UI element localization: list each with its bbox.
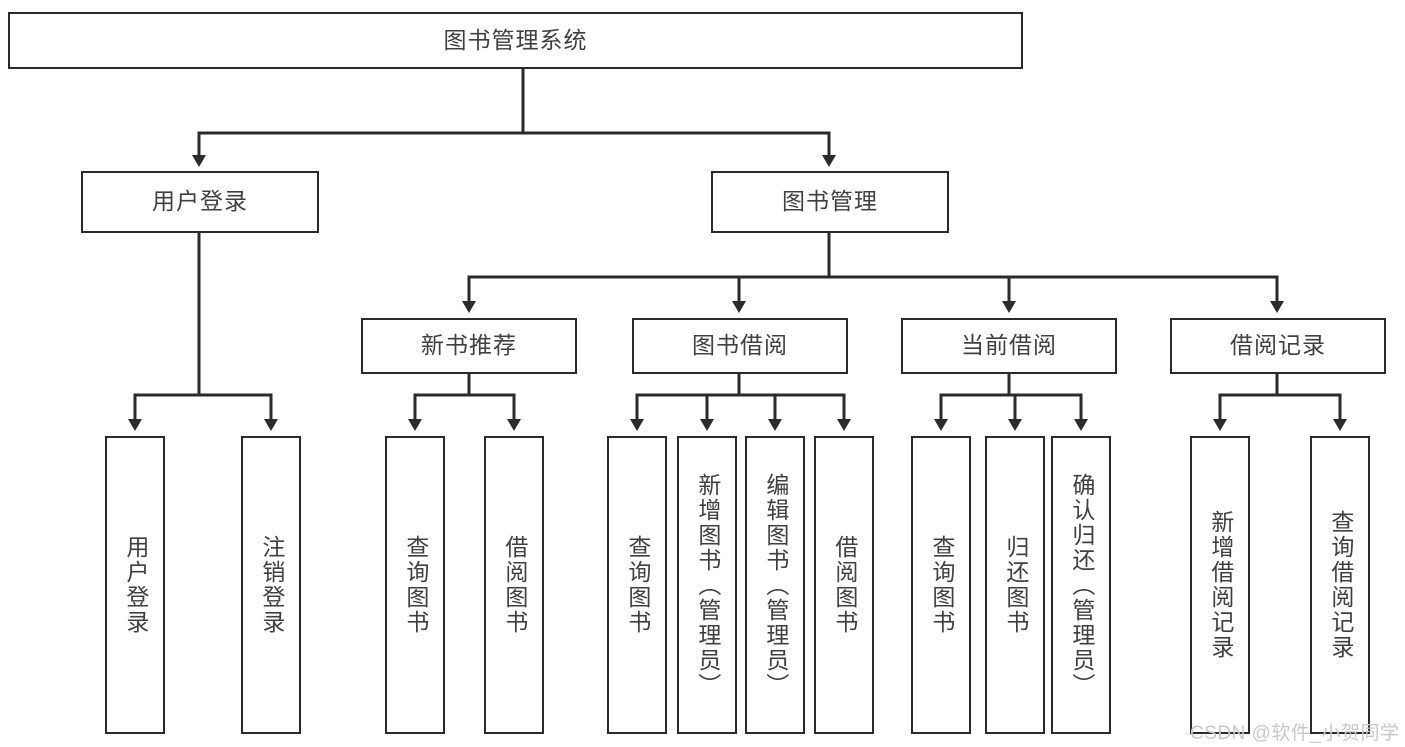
leaf-user-logout-label: 注销登录 [258,535,285,635]
leaf-borrow-book-label: 借阅图书 [831,535,858,635]
leaf-add-record-label: 新增借阅记录 [1207,510,1234,660]
leaf-add-record[interactable]: 新增借阅记录 [1190,436,1250,734]
leaf-query-book-rec-label: 查询图书 [402,535,429,635]
leaf-return-book-label: 归还图书 [1002,535,1029,635]
node-new-book-rec[interactable]: 新书推荐 [361,318,577,374]
leaf-return-book[interactable]: 归还图书 [985,436,1045,734]
node-book-borrow[interactable]: 图书借阅 [632,318,848,374]
leaf-query-record[interactable]: 查询借阅记录 [1310,436,1370,734]
leaf-borrow-book-rec[interactable]: 借阅图书 [484,436,544,734]
node-borrow-record-label: 借阅记录 [1230,332,1326,359]
leaf-query-book-cur[interactable]: 查询图书 [911,436,971,734]
node-user-login[interactable]: 用户登录 [81,171,319,233]
leaf-add-book[interactable]: 新增图书（管理员） [677,436,737,734]
leaf-edit-book[interactable]: 编辑图书（管理员） [745,436,805,734]
node-book-borrow-label: 图书借阅 [692,332,788,359]
leaf-add-book-label: 新增图书（管理员） [694,472,721,698]
leaf-query-book-borrow[interactable]: 查询图书 [607,436,667,734]
leaf-confirm-return[interactable]: 确认归还（管理员） [1051,436,1111,734]
leaf-query-book-rec[interactable]: 查询图书 [385,436,445,734]
node-borrow-record[interactable]: 借阅记录 [1170,318,1386,374]
node-root[interactable]: 图书管理系统 [8,12,1023,69]
node-new-book-rec-label: 新书推荐 [421,332,517,359]
node-user-login-label: 用户登录 [152,188,248,215]
leaf-edit-book-label: 编辑图书（管理员） [762,472,789,698]
watermark: CSDN @软件_小贺同学 [1190,723,1400,744]
leaf-user-login-label: 用户登录 [122,535,149,635]
leaf-confirm-return-label: 确认归还（管理员） [1068,472,1095,698]
leaf-borrow-book-rec-label: 借阅图书 [501,535,528,635]
leaf-borrow-book[interactable]: 借阅图书 [814,436,874,734]
node-book-manage-label: 图书管理 [782,188,878,215]
node-root-label: 图书管理系统 [443,26,588,53]
leaf-user-logout[interactable]: 注销登录 [241,436,301,734]
leaf-query-book-borrow-label: 查询图书 [624,535,651,635]
node-current-borrow[interactable]: 当前借阅 [901,318,1117,374]
node-book-manage[interactable]: 图书管理 [711,171,949,233]
leaf-query-record-label: 查询借阅记录 [1327,510,1354,660]
node-current-borrow-label: 当前借阅 [961,332,1057,359]
leaf-query-book-cur-label: 查询图书 [928,535,955,635]
leaf-user-login[interactable]: 用户登录 [105,436,165,734]
